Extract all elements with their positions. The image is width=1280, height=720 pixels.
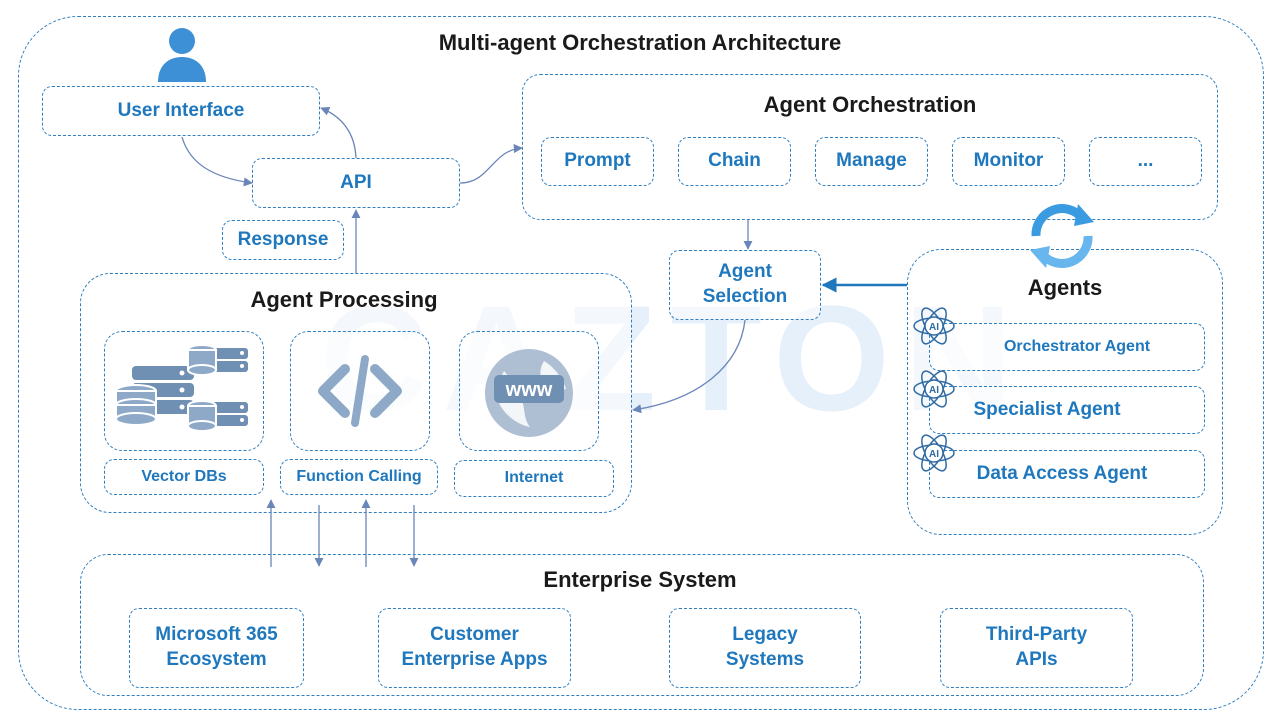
response-label: Response: [237, 228, 329, 250]
diagram-title: Multi-agent Orchestration Architecture: [438, 30, 842, 55]
vector-dbs-label: Vector DBs: [141, 467, 227, 485]
enterprise-item-line2: Enterprise Apps: [401, 649, 548, 670]
orchestration-item-label: ...: [1137, 150, 1154, 172]
orchestration-item-manage[interactable]: Manage: [815, 137, 928, 186]
agent-item-label: Data Access Agent: [976, 462, 1148, 484]
agent-selection-box[interactable]: Agent Selection: [669, 250, 821, 320]
agents-title: Agents: [1027, 275, 1103, 300]
enterprise-item-line2: APIs: [1015, 649, 1058, 670]
www-text: www: [505, 379, 553, 401]
enterprise-system-title: Enterprise System: [543, 567, 737, 592]
enterprise-item-microsoft-365[interactable]: Microsoft 365 Ecosystem: [129, 608, 304, 688]
agent-item-orchestrator[interactable]: Orchestrator Agent: [929, 323, 1205, 371]
agent-selection-label-line1: Agent: [718, 261, 772, 283]
globe-www-icon: www: [485, 349, 573, 437]
ai-atom-icon: AI: [912, 304, 956, 348]
ai-badge-text: AI: [929, 322, 939, 333]
outer-frame: [18, 16, 1264, 710]
enterprise-item-line1: Legacy: [732, 624, 798, 646]
enterprise-item-legacy-systems[interactable]: Legacy Systems: [669, 608, 861, 688]
vector-dbs-card[interactable]: [104, 331, 264, 451]
user-interface-label: User Interface: [117, 99, 245, 121]
function-calling-label-box[interactable]: Function Calling: [280, 459, 438, 495]
agent-processing-title: Agent Processing: [250, 287, 438, 312]
enterprise-item-customer-apps[interactable]: Customer Enterprise Apps: [378, 608, 571, 688]
api-label: API: [340, 171, 372, 193]
vector-dbs-label-box[interactable]: Vector DBs: [104, 459, 264, 495]
function-calling-card[interactable]: [290, 331, 430, 451]
enterprise-item-third-party-apis[interactable]: Third-Party APIs: [940, 608, 1133, 688]
ai-badge-text: AI: [929, 385, 939, 396]
api-box[interactable]: API: [252, 158, 460, 208]
agent-item-specialist[interactable]: Specialist Agent: [929, 386, 1205, 434]
ai-atom-icon: AI: [912, 431, 956, 475]
sync-icon: [1026, 200, 1098, 272]
agent-item-data-access[interactable]: Data Access Agent: [929, 450, 1205, 498]
user-icon: [156, 26, 208, 82]
orchestration-item-label: Prompt: [564, 150, 631, 172]
enterprise-item-line2: Systems: [725, 649, 805, 670]
function-calling-label: Function Calling: [296, 467, 422, 485]
internet-card[interactable]: www: [459, 331, 599, 451]
enterprise-item-line1: Third-Party: [985, 624, 1088, 646]
orchestration-item-chain[interactable]: Chain: [678, 137, 791, 186]
code-icon: [318, 355, 402, 427]
orchestration-item-more[interactable]: ...: [1089, 137, 1202, 186]
enterprise-item-line2: Ecosystem: [166, 649, 267, 670]
agent-selection-label-line2: Selection: [702, 286, 788, 307]
orchestration-item-label: Chain: [708, 150, 761, 172]
orchestration-item-label: Monitor: [973, 150, 1044, 172]
orchestration-item-prompt[interactable]: Prompt: [541, 137, 654, 186]
internet-label-box[interactable]: Internet: [454, 460, 614, 497]
ai-atom-icon: AI: [912, 367, 956, 411]
internet-label: Internet: [504, 469, 564, 487]
response-box[interactable]: Response: [222, 220, 344, 260]
database-server-icon: [115, 344, 248, 432]
agent-item-label: Specialist Agent: [973, 398, 1121, 420]
enterprise-item-line1: Microsoft 365: [155, 624, 278, 646]
agent-orchestration-title: Agent Orchestration: [763, 92, 977, 117]
orchestration-item-label: Manage: [836, 150, 907, 172]
ai-badge-text: AI: [929, 449, 939, 460]
user-interface-box[interactable]: User Interface: [42, 86, 320, 136]
orchestration-item-monitor[interactable]: Monitor: [952, 137, 1065, 186]
agent-item-label: Orchestrator Agent: [1003, 337, 1151, 355]
enterprise-item-line1: Customer: [430, 624, 519, 646]
